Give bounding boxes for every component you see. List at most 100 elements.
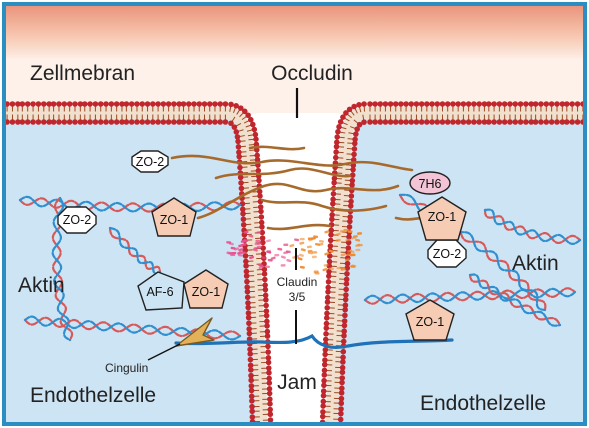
lipid-head	[251, 127, 257, 133]
lipid-head	[212, 101, 218, 107]
lipid-head	[267, 411, 273, 417]
lipid-head	[263, 303, 269, 309]
lipid-head	[103, 119, 109, 125]
lipid-head	[348, 203, 354, 209]
lipid-head	[340, 359, 346, 365]
lipid-head	[518, 119, 524, 125]
claudin-label: Claudin	[277, 275, 318, 289]
lipid-head	[333, 149, 339, 155]
lipid-head	[262, 271, 268, 277]
lipid-head	[247, 351, 253, 357]
lipid-head	[186, 101, 192, 107]
lipid-head	[352, 146, 358, 152]
lipid-head	[491, 119, 497, 125]
lipid-head	[554, 119, 560, 125]
lipid-head	[497, 119, 503, 125]
lipid-head	[440, 101, 446, 107]
aktin-right-label: Aktin	[512, 252, 559, 275]
lipid-head	[247, 331, 253, 337]
lipid-head	[36, 101, 42, 107]
lipid-head	[320, 414, 326, 420]
lipid-head	[445, 101, 451, 107]
lipid-head	[87, 101, 93, 107]
claudin-pink-particle	[241, 251, 246, 254]
lipid-head	[403, 119, 409, 125]
lipid-head	[139, 101, 145, 107]
lipid-head	[331, 180, 337, 186]
zo1-lower-right-label: ZO-1	[416, 315, 445, 329]
lipid-head	[161, 101, 167, 107]
lipid-head	[367, 101, 373, 107]
af6-label: AF-6	[146, 285, 173, 299]
lipid-head	[434, 101, 440, 107]
lipid-head	[93, 101, 99, 107]
lipid-head	[25, 119, 31, 125]
lipid-head	[250, 122, 256, 128]
lipid-head	[114, 119, 120, 125]
claudin-orange-particle	[350, 265, 355, 268]
lipid-head	[181, 119, 187, 125]
jam-label: Jam	[277, 371, 317, 394]
lipid-head	[326, 273, 332, 279]
lipid-head	[338, 400, 344, 406]
lipid-head	[186, 119, 192, 125]
claudin-pink-particle	[265, 266, 270, 268]
lipid-head	[202, 119, 208, 125]
lipid-head	[241, 216, 247, 222]
lipid-head	[455, 119, 461, 125]
lipid-head	[343, 287, 349, 293]
lipid-head	[245, 295, 251, 301]
lipid-head	[393, 119, 399, 125]
lipid-head	[139, 119, 145, 125]
zo1-left-label: ZO-1	[160, 213, 189, 227]
lipid-head	[331, 191, 337, 197]
lipid-head	[502, 119, 508, 125]
claudin-pink-particle	[255, 243, 260, 246]
lipid-head	[482, 119, 488, 125]
lipid-head	[340, 369, 346, 375]
claudin-orange-particle	[312, 256, 317, 259]
lipid-head	[445, 119, 451, 125]
lipid-head	[344, 281, 350, 287]
lipid-head	[349, 182, 355, 188]
claudin-orange-particle	[348, 230, 353, 233]
lipid-head	[398, 101, 404, 107]
lipid-head	[575, 101, 581, 107]
lipid-head	[249, 388, 255, 394]
lipid-head	[372, 101, 378, 107]
lipid-head	[424, 119, 430, 125]
lipid-head	[507, 101, 513, 107]
claudin-orange-particle	[347, 253, 352, 255]
lipid-head	[544, 101, 550, 107]
lipid-head	[388, 119, 394, 125]
lipid-head	[497, 101, 503, 107]
lipid-head	[523, 119, 529, 125]
lipid-head	[82, 101, 88, 107]
lipid-head	[265, 333, 271, 339]
lipid-head	[249, 408, 255, 414]
lipid-head	[124, 101, 130, 107]
lipid-head	[326, 279, 332, 285]
lipid-head	[259, 214, 265, 220]
lipid-head	[471, 119, 477, 125]
lipid-head	[264, 313, 270, 319]
lipid-head	[244, 279, 250, 285]
claudin-orange-particle	[329, 267, 334, 270]
lipid-head	[181, 101, 187, 107]
lipid-head	[560, 101, 566, 107]
lipid-head	[377, 101, 383, 107]
lipid-head	[321, 393, 327, 399]
lipid-head	[334, 144, 340, 150]
lipid-head	[109, 101, 115, 107]
lipid-head	[244, 273, 250, 279]
lipid-head	[30, 101, 36, 107]
claudin-sub-label: 3/5	[289, 290, 306, 304]
lipid-head	[238, 180, 244, 186]
lipid-head	[98, 101, 104, 107]
lipid-head	[134, 119, 140, 125]
lipid-head	[161, 119, 167, 125]
lipid-head	[109, 119, 115, 125]
claudin-pink-particle	[281, 264, 286, 267]
lipid-head	[569, 101, 575, 107]
